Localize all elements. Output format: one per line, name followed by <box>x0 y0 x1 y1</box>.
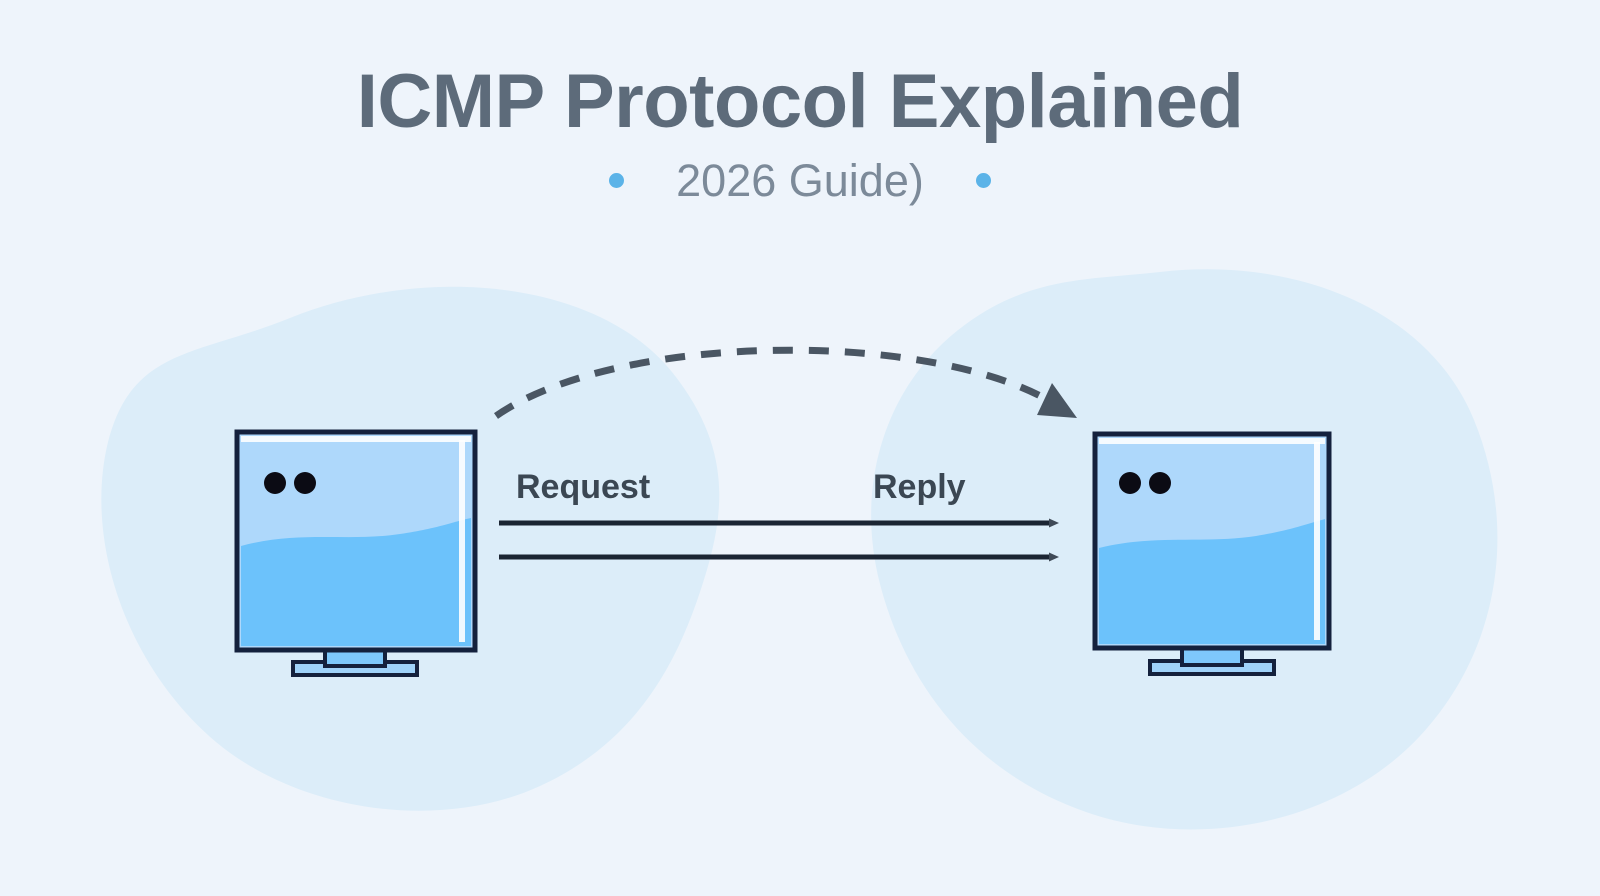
source-host-monitor[interactable] <box>234 429 478 677</box>
arc-arrowhead-icon <box>1037 383 1077 418</box>
eye-right-2-icon <box>1149 472 1171 494</box>
monitor-screen-left <box>241 436 471 646</box>
destination-host-monitor[interactable] <box>1092 431 1332 676</box>
monitor-screen-right <box>1099 438 1325 644</box>
screen-wave-fill-left <box>241 518 471 646</box>
eye-left-2-icon <box>294 472 316 494</box>
eye-left-1-icon <box>264 472 286 494</box>
screen-wave-fill-right <box>1099 519 1325 644</box>
ping-path-arc <box>494 346 1077 419</box>
eye-right-1-icon <box>1119 472 1141 494</box>
